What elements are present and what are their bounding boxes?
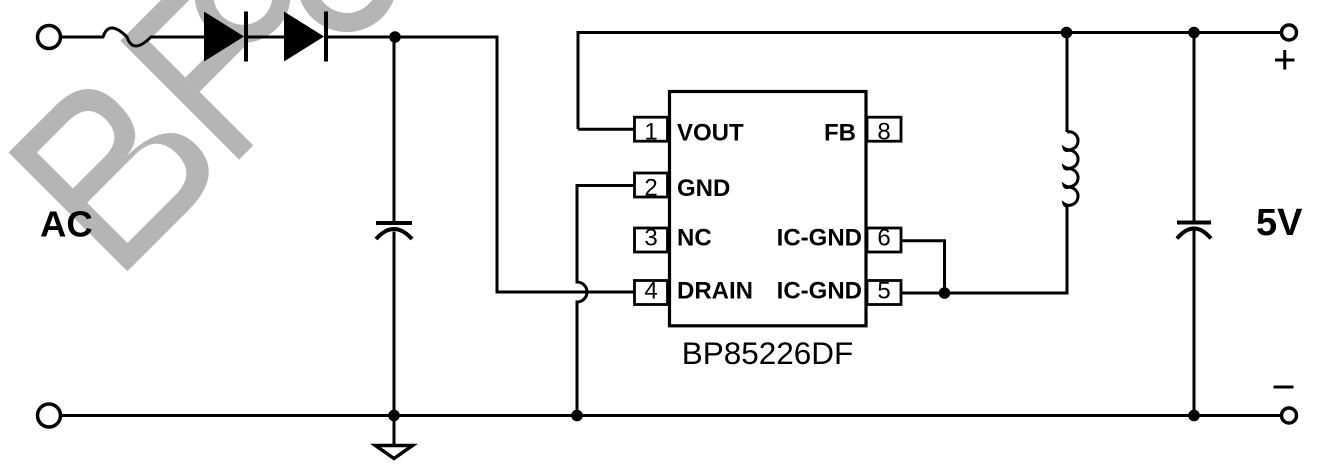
svg-text:GND: GND bbox=[677, 175, 730, 202]
svg-text:1: 1 bbox=[644, 119, 657, 146]
svg-text:5: 5 bbox=[877, 278, 890, 305]
svg-text:6: 6 bbox=[877, 224, 890, 251]
svg-text:IC-GND: IC-GND bbox=[777, 278, 862, 305]
svg-text:NC: NC bbox=[677, 224, 712, 251]
svg-text:VOUT: VOUT bbox=[677, 120, 744, 147]
svg-text:BP85226DF: BP85226DF bbox=[682, 335, 854, 371]
svg-text:2: 2 bbox=[644, 175, 657, 202]
svg-text:DRAIN: DRAIN bbox=[677, 278, 753, 305]
svg-text:IC-GND: IC-GND bbox=[777, 224, 862, 251]
svg-text:8: 8 bbox=[877, 119, 890, 146]
svg-text:5V: 5V bbox=[1256, 202, 1303, 244]
svg-text:4: 4 bbox=[644, 278, 657, 305]
svg-text:AC: AC bbox=[40, 204, 93, 245]
svg-text:3: 3 bbox=[644, 224, 657, 251]
svg-text:FB: FB bbox=[824, 120, 856, 147]
